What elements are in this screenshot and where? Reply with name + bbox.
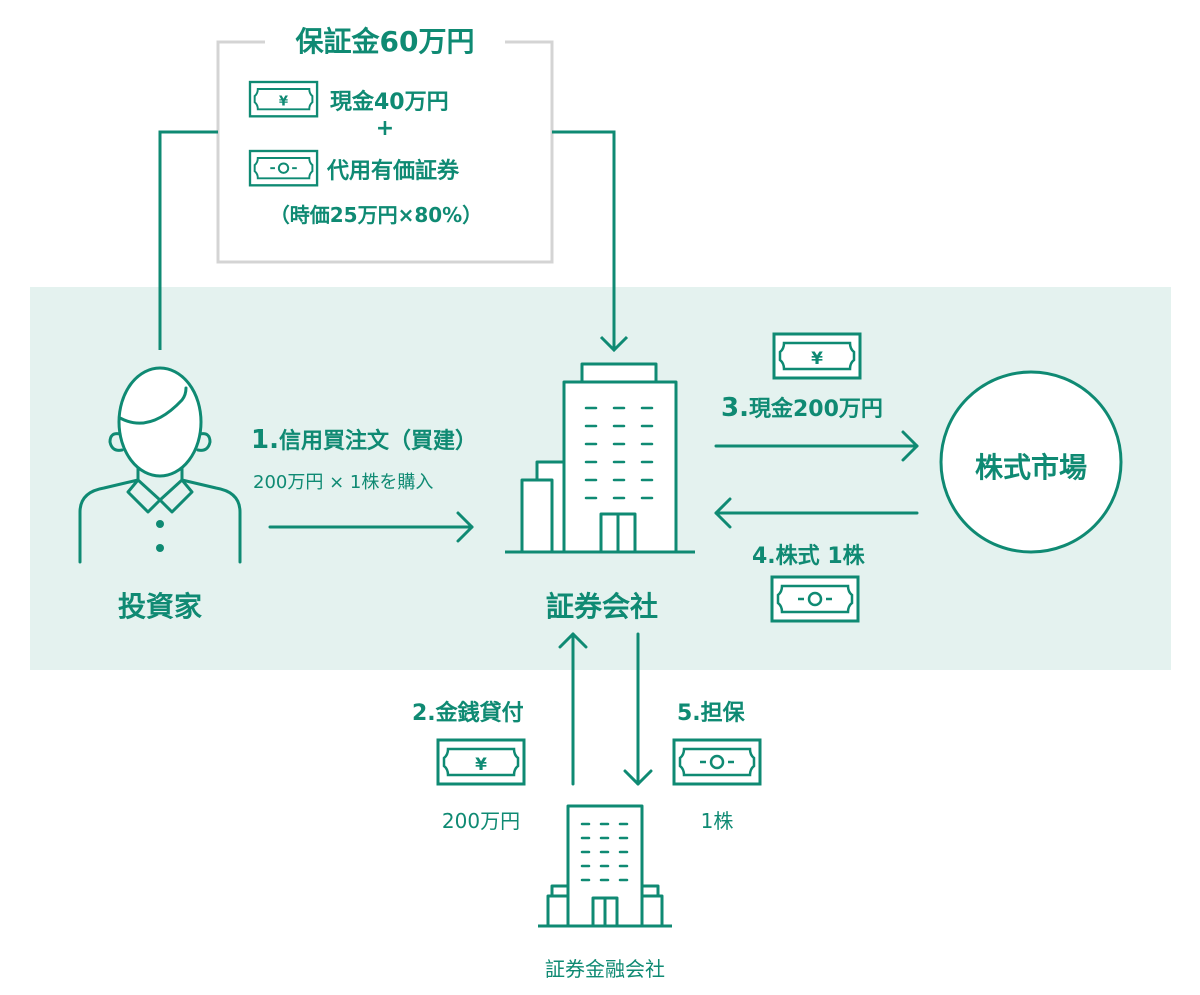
collateral-arrow <box>623 632 653 786</box>
deposit-connector <box>158 130 629 353</box>
securities-valuation-note: （時価25万円×80%） <box>269 203 483 227</box>
stock-from-market-arrow <box>714 497 919 529</box>
plus-sign: + <box>375 116 395 141</box>
securities-label: 代用有価証券 <box>327 159 460 184</box>
step5-label: 5.担保 <box>677 701 745 726</box>
yen-banknote-icon <box>772 332 862 380</box>
cash-to-market-arrow <box>714 430 919 462</box>
step4-label: 4.株式 1株 <box>752 544 865 569</box>
yen-banknote-icon <box>248 80 319 118</box>
step3-number: 3. <box>721 393 749 423</box>
stock-market-label: 株式市場 <box>974 451 1088 484</box>
person-icon <box>78 366 242 564</box>
finance-company-label: 証券金融会社 <box>545 957 665 981</box>
office-building-icon <box>505 362 695 554</box>
stock-certificate-icon <box>770 575 860 623</box>
collateral-amount: 1株 <box>700 809 734 833</box>
cash-deposit-label: 現金40万円 <box>330 90 449 115</box>
stock-certificate-icon <box>672 738 762 786</box>
step1-detail: 200万円 × 1株を購入 <box>253 472 434 493</box>
stock-certificate-icon <box>248 149 319 187</box>
brokerage-label: 証券会社 <box>545 590 659 623</box>
step1-number: 1. <box>251 425 279 455</box>
yen-banknote-icon <box>436 738 526 786</box>
loan-amount: 200万円 <box>441 809 521 833</box>
order-arrow <box>268 511 474 543</box>
step1-label: 1.信用買注文（買建） <box>251 423 477 455</box>
stock-market-circle <box>939 370 1123 554</box>
margin-deposit-title: 保証金60万円 <box>295 25 475 58</box>
step2-label: 2.金銭貸付 <box>412 701 524 726</box>
step3-label: 3.現金200万円 <box>721 391 883 423</box>
step1-title: 信用買注文（買建） <box>278 429 477 454</box>
investor-label: 投資家 <box>117 590 203 623</box>
step3-title: 現金200万円 <box>748 397 883 422</box>
office-building-icon <box>538 804 672 928</box>
loan-arrow <box>558 632 588 786</box>
